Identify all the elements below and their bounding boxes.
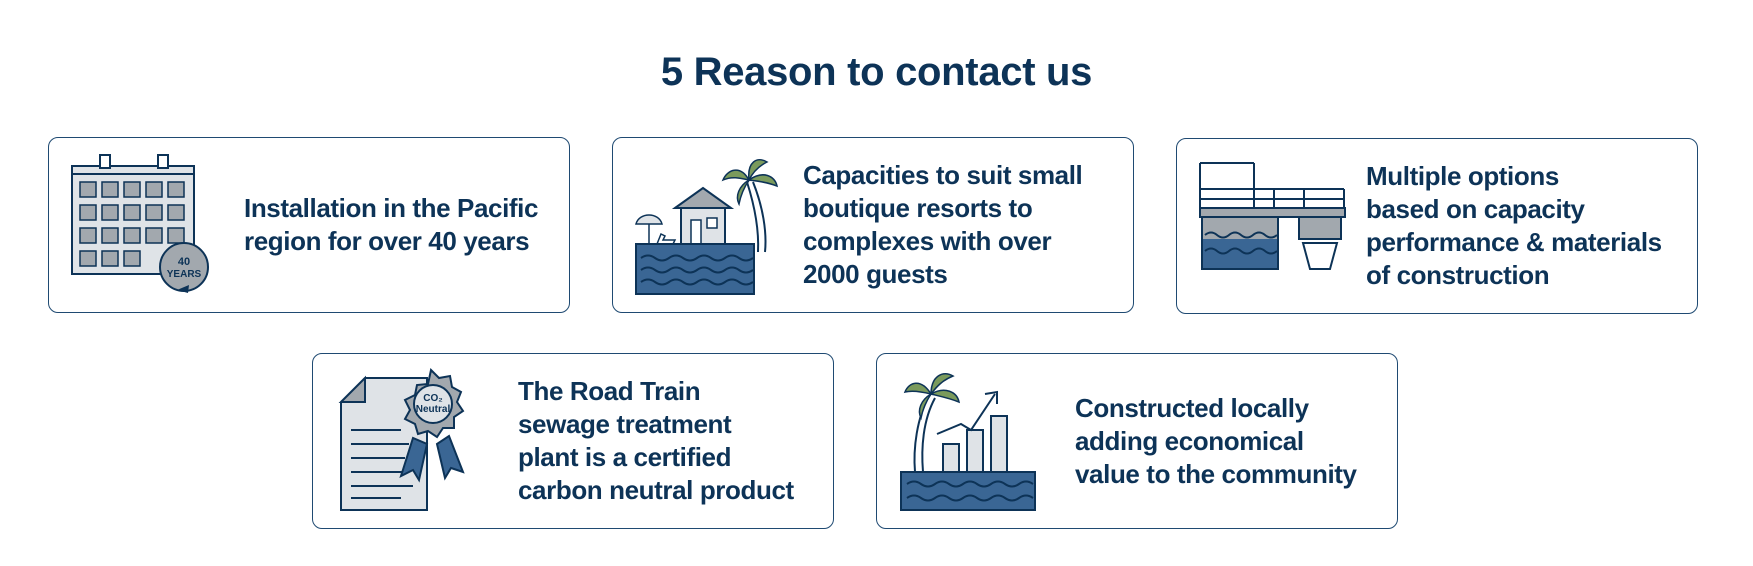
reason-text: The Road Train sewage treatment plant is… xyxy=(518,376,794,505)
resort-house-icon xyxy=(635,159,779,295)
page-title: 5 Reason to contact us xyxy=(660,50,1093,94)
reason-card-local: Constructed locally adding economical va… xyxy=(876,353,1398,529)
reason-card-carbon-neutral: CO₂ Neutral The Road Train sewage treatm… xyxy=(312,353,834,529)
reason-text: Capacities to suit small boutique resort… xyxy=(803,160,1083,289)
svg-text:Neutral: Neutral xyxy=(416,404,451,415)
reason-card-experience: 40 YEARS Installation in the Pacific reg… xyxy=(48,137,570,313)
calendar-40-years-icon: 40 YEARS xyxy=(71,154,209,293)
treatment-plant-icon xyxy=(1199,162,1346,270)
reason-text: Constructed locally adding economical va… xyxy=(1075,392,1357,489)
co2-neutral-certificate-icon: CO₂ Neutral xyxy=(338,368,465,511)
svg-text:CO₂: CO₂ xyxy=(423,393,442,404)
reason-text: Multiple options based on capacity perfo… xyxy=(1366,161,1662,290)
svg-text:40: 40 xyxy=(178,256,190,268)
reason-card-capacity: Capacities to suit small boutique resort… xyxy=(612,137,1134,313)
reason-text: Installation in the Pacific region for o… xyxy=(244,193,539,256)
local-growth-chart-icon xyxy=(900,373,1036,511)
reason-card-options: Multiple options based on capacity perfo… xyxy=(1176,138,1698,314)
svg-text:YEARS: YEARS xyxy=(167,269,202,280)
